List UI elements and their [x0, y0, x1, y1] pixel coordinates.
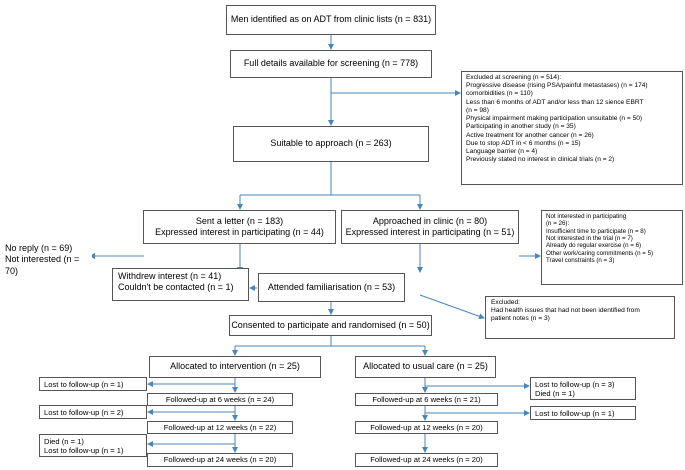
box-consented: Consented to participate and randomised … [229, 315, 432, 336]
excluded-screening-item: Physical impairment making participation… [466, 115, 643, 123]
not-interested-item: Insufficient time to participate (n = 8) [546, 227, 646, 235]
screening-text: Full details available for screening (n … [243, 58, 419, 69]
uc-lost1-line2: Died (n = 1) [535, 389, 575, 399]
intervention-text: Allocated to intervention (n = 25) [170, 361, 300, 372]
box-int-lost1: Lost to follow-up (n = 1) [39, 377, 147, 391]
withdrew-line2: Couldn't be contacted (n = 1) [118, 282, 234, 293]
box-uc-fu6: Followed-up at 6 weeks (n = 21) [355, 393, 498, 406]
box-uc-lost1: Lost to follow-up (n = 3) Died (n = 1) [530, 377, 636, 400]
excluded-screening-item: Language barrier (n = 4) [466, 148, 538, 156]
box-excluded-screening: Excluded at screening (n = 514): Progres… [461, 71, 683, 185]
not-interested-item: Already do regular exercise (n = 6) [546, 242, 642, 250]
uc-lost2-text: Lost to follow-up (n = 1) [535, 409, 615, 418]
not-interested-title: Not interested in participating [546, 213, 627, 220]
box-letter: Sent a letter (n = 183) Expressed intere… [143, 210, 336, 244]
box-int-died: Died (n = 1) Lost to follow-up (n = 1) [39, 434, 147, 457]
box-clinic: Approached in clinic (n = 80) Expressed … [341, 210, 519, 244]
box-identified: Men identified as on ADT from clinic lis… [226, 5, 436, 35]
arrow-to-excluded-health [419, 294, 485, 320]
not-interested-item: (n = 26): [546, 220, 570, 228]
int-lost2-text: Lost to follow-up (n = 2) [44, 408, 124, 417]
box-int-fu24: Followed-up at 24 weeks (n = 20) [147, 453, 293, 467]
int-fu12-text: Followed-up at 12 weeks (n = 22) [163, 422, 277, 432]
not-interested-item: Not interested in the trial (n = 7) [546, 234, 633, 242]
letter-line2: Expressed interest in participating (n =… [155, 227, 324, 237]
excluded-screening-item: (n = 98) [466, 106, 489, 114]
uc-fu24-text: Followed-up at 24 weeks (n = 20) [370, 455, 483, 465]
box-uc-fu12: Followed-up at 12 weeks (n = 20) [355, 421, 498, 434]
box-screening: Full details available for screening (n … [230, 50, 432, 78]
box-int-fu6: Followed-up at 6 weeks (n = 24) [147, 393, 293, 406]
familiarisation-text: Attended familiarisation (n = 53) [267, 281, 396, 292]
box-suitable: Suitable to approach (n = 263) [233, 126, 429, 162]
excluded-screening-item: Participating in another study (n = 35) [466, 123, 576, 131]
int-lost1-text: Lost to follow-up (n = 1) [44, 380, 124, 389]
int-died-line1: Died (n = 1) [44, 437, 84, 446]
box-intervention: Allocated to intervention (n = 25) [149, 356, 321, 378]
consented-text: Consented to participate and randomised … [231, 319, 430, 330]
box-usual-care: Allocated to usual care (n = 25) [355, 356, 496, 378]
excluded-screening-item: Previously stated no interest in clinica… [466, 156, 615, 164]
not-interested-item: Other work/caring commitments (n = 5) [546, 249, 654, 257]
letter-line1: Sent a letter (n = 183) [195, 215, 284, 226]
excluded-screening-item: Active treatment for another cancer (n =… [466, 131, 594, 139]
excluded-screening-item: comorbidities (n = 110) [466, 90, 533, 98]
excluded-health-item: patient notes (n = 3) [491, 315, 550, 323]
withdrew-line1: Withdrew interest (n = 41) [118, 271, 222, 281]
excluded-screening-item: Due to stop ADT in < 6 months (n = 15) [466, 139, 581, 147]
box-no-reply: No reply (n = 69) Not interested (n = 70… [2, 240, 92, 276]
int-died-line2: Lost to follow-up (n = 1) [44, 446, 124, 456]
box-familiarisation: Attended familiarisation (n = 53) [258, 273, 405, 302]
excluded-screening-title: Excluded at screening (n = 514): [466, 74, 562, 81]
int-fu24-text: Followed-up at 24 weeks (n = 20) [163, 455, 277, 465]
uc-fu12-text: Followed-up at 12 weeks (n = 20) [370, 422, 483, 432]
box-uc-lost2: Lost to follow-up (n = 1) [530, 406, 636, 420]
clinic-line2: Expressed interest in participating (n =… [345, 227, 515, 237]
no-reply-line2: Not interested (n = 70) [5, 254, 80, 276]
int-fu6-text: Followed-up at 6 weeks (n = 24) [165, 394, 275, 404]
identified-text: Men identified as on ADT from clinic lis… [230, 14, 432, 25]
excluded-health-title: Excluded: [491, 299, 520, 306]
excluded-health-item: Had health issues that had not been iden… [491, 307, 640, 315]
box-int-lost2: Lost to follow-up (n = 2) [39, 405, 147, 419]
box-excluded-health: Excluded: Had health issues that had not… [485, 296, 675, 339]
box-not-interested: Not interested in participating (n = 26)… [541, 210, 683, 285]
not-interested-item: Travel constraints (n = 3) [546, 256, 615, 264]
box-uc-fu24: Followed-up at 24 weeks (n = 20) [355, 453, 498, 467]
excluded-screening-item: Less than 6 months of ADT and/or less th… [466, 98, 644, 106]
uc-lost1-line1: Lost to follow-up (n = 3) [535, 380, 615, 389]
box-withdrew: Withdrew interest (n = 41) Couldn't be c… [112, 268, 249, 301]
excluded-screening-item: Progressive disease (rising PSA/painful … [466, 82, 648, 90]
suitable-text: Suitable to approach (n = 263) [270, 138, 392, 149]
usual-care-text: Allocated to usual care (n = 25) [363, 361, 488, 372]
uc-fu6-text: Followed-up at 6 weeks (n = 21) [372, 394, 481, 404]
clinic-line1: Approached in clinic (n = 80) [372, 215, 488, 226]
box-int-fu12: Followed-up at 12 weeks (n = 22) [147, 421, 293, 434]
no-reply-line1: No reply (n = 69) [5, 243, 73, 253]
